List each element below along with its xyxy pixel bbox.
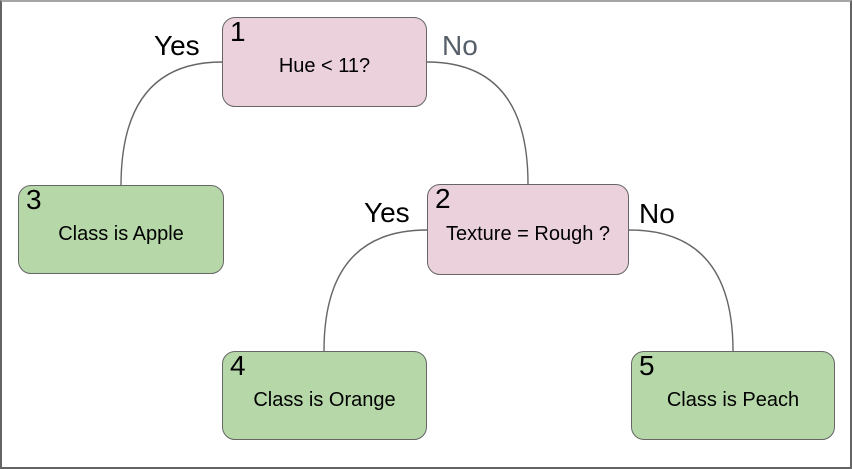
node-label: Class is Orange [253, 388, 396, 411]
edge-label-yes-texture: Yes [364, 197, 410, 228]
node-class-apple[interactable]: 3 Class is Apple [18, 184, 224, 274]
node-number: 2 [435, 183, 451, 214]
node-label: Class is Apple [58, 222, 184, 245]
node-label: Hue < 11? [278, 55, 371, 77]
edge-label-no-texture: No [639, 198, 675, 229]
edge-label-no-root: No [442, 30, 478, 61]
edge-label-yes-root: Yes [154, 30, 200, 61]
edge-yes-1-to-3 [120, 61, 223, 187]
node-label: Texture = Rough ? [446, 222, 610, 245]
node-texture-question[interactable]: 2 Texture = Rough ? [427, 183, 629, 275]
node-class-orange[interactable]: 4 Class is Orange [222, 350, 427, 440]
node-hue-question[interactable]: 1 Hue < 11? [222, 16, 427, 107]
node-label: Class is Peach [666, 388, 800, 411]
edge-no-1-to-2 [426, 61, 529, 185]
node-number: 5 [639, 350, 655, 381]
node-number: 4 [230, 350, 246, 381]
edge-no-2-to-5 [628, 229, 734, 352]
node-number: 1 [230, 16, 246, 47]
node-number: 3 [26, 184, 42, 215]
edge-yes-2-to-4 [323, 229, 428, 352]
node-class-peach[interactable]: 5 Class is Peach [631, 350, 835, 440]
